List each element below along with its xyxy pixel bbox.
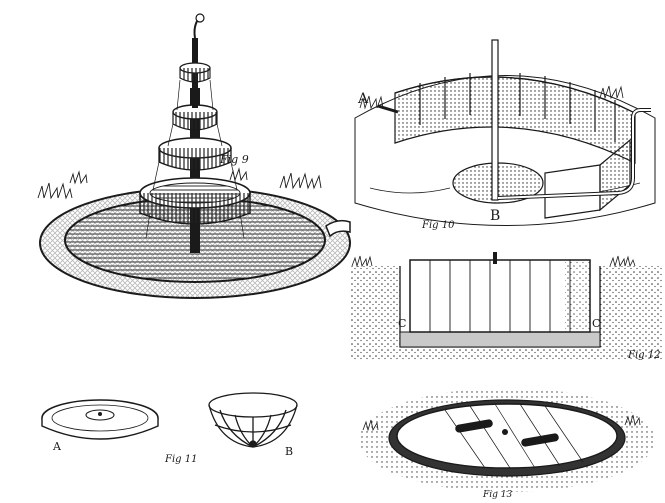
fig-12-label-c-right: C: [592, 317, 600, 330]
fig-12-caption: Fig 12: [627, 350, 660, 361]
fig-9-spout: [325, 219, 351, 238]
fig-9-caption: Fig 9: [219, 153, 249, 166]
fig-13-cover: Fig 13: [359, 388, 655, 500]
fig-10-caption: Fig 10: [421, 220, 455, 231]
fig-10-pipe: [491, 39, 499, 201]
fig-9-fountain: Fig 9: [37, 13, 351, 299]
fig-11-label-b: B: [285, 445, 293, 458]
fig-12-basin-body: [409, 259, 591, 333]
fig-13-caption: Fig 13: [482, 490, 512, 500]
fig-10-label-a: A: [357, 91, 369, 107]
fig-10-wall: [394, 72, 636, 219]
fig-11-label-a: A: [52, 440, 62, 453]
fig-10-label-b: B: [490, 208, 500, 224]
fig-11-parts: A B Fig 11: [41, 392, 298, 465]
fig-10-excavation: A B Fig 10: [354, 39, 656, 231]
fig-12-label-c-left: C: [398, 317, 406, 330]
fig-11-caption: Fig 11: [164, 454, 197, 465]
fig-13-board-cover: [396, 403, 618, 469]
fig-11-disc: [41, 399, 159, 440]
fig-11-cage: [208, 392, 298, 448]
fig-12-section: C C Fig 12: [350, 252, 662, 361]
